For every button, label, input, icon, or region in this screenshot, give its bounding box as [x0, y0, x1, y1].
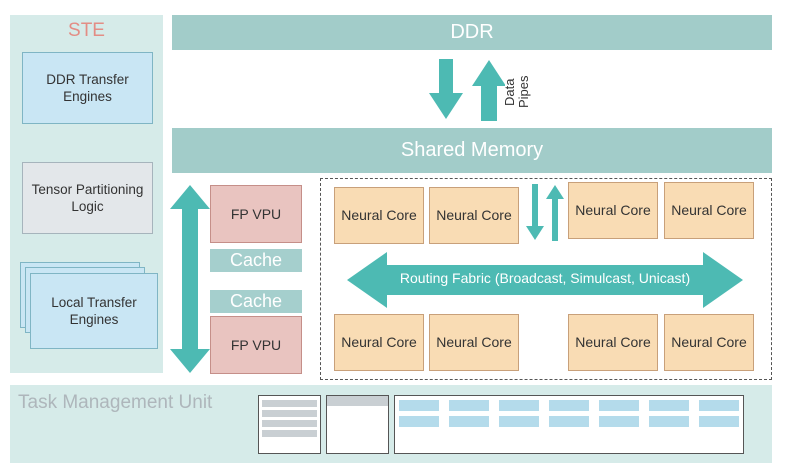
- ste-title: STE: [68, 20, 105, 41]
- local-transfer-engines-box: Local Transfer Engines: [30, 273, 158, 349]
- task-queue: [394, 395, 744, 454]
- task-management-title: Task Management Unit: [18, 392, 213, 413]
- routing-fabric-arrow-icon: [347, 252, 743, 308]
- neural-core: Neural Core: [429, 187, 519, 244]
- data-pipes-label: Data Pipes: [502, 75, 531, 109]
- neural-core: Neural Core: [568, 182, 658, 239]
- neural-core-cluster: [320, 178, 772, 380]
- ddr-transfer-engines-box: DDR Transfer Engines: [22, 52, 153, 124]
- queue-slot: [699, 400, 739, 411]
- queue-slot: [599, 400, 639, 411]
- neural-core: Neural Core: [334, 187, 424, 244]
- queue-slot: [649, 400, 689, 411]
- queue-slot: [399, 400, 439, 411]
- neural-core: Neural Core: [664, 314, 754, 371]
- neural-core: Neural Core: [664, 182, 754, 239]
- neural-core: Neural Core: [568, 314, 658, 371]
- table-row: [262, 430, 317, 437]
- queue-slot: [549, 416, 589, 427]
- table-header: [327, 396, 388, 406]
- queue-slot: [449, 400, 489, 411]
- tensor-partitioning-logic-box: Tensor Partitioning Logic: [22, 162, 153, 234]
- queue-slot: [549, 400, 589, 411]
- data-pipes-arrows: [429, 59, 505, 121]
- fp-vpu-bottom: FP VPU: [210, 316, 302, 374]
- down-arrow-icon: [526, 184, 544, 240]
- table-row: [262, 410, 317, 417]
- down-arrow-icon: [429, 59, 463, 119]
- core-link-arrows: [526, 184, 564, 241]
- up-arrow-icon: [546, 185, 564, 241]
- queue-slot: [399, 416, 439, 427]
- neural-core: Neural Core: [429, 314, 519, 371]
- queue-slot: [499, 400, 539, 411]
- vertical-double-arrow-icon: [170, 185, 210, 373]
- table-row: [262, 400, 317, 407]
- task-table-2: [326, 395, 389, 454]
- routing-fabric-label: Routing Fabric (Broadcast, Simulcast, Un…: [399, 270, 691, 286]
- shared-memory-bar: Shared Memory: [172, 128, 772, 173]
- ddr-bar: DDR: [172, 15, 772, 50]
- cache-top: Cache: [210, 249, 302, 272]
- queue-slot: [449, 416, 489, 427]
- fp-vpu-top: FP VPU: [210, 185, 302, 243]
- table-row: [262, 420, 317, 427]
- up-arrow-icon: [472, 60, 505, 121]
- queue-slot: [699, 416, 739, 427]
- neural-core: Neural Core: [334, 314, 424, 371]
- queue-slot: [649, 416, 689, 427]
- task-table-1: [258, 395, 321, 454]
- queue-slot: [599, 416, 639, 427]
- queue-slot: [499, 416, 539, 427]
- cache-bottom: Cache: [210, 290, 302, 313]
